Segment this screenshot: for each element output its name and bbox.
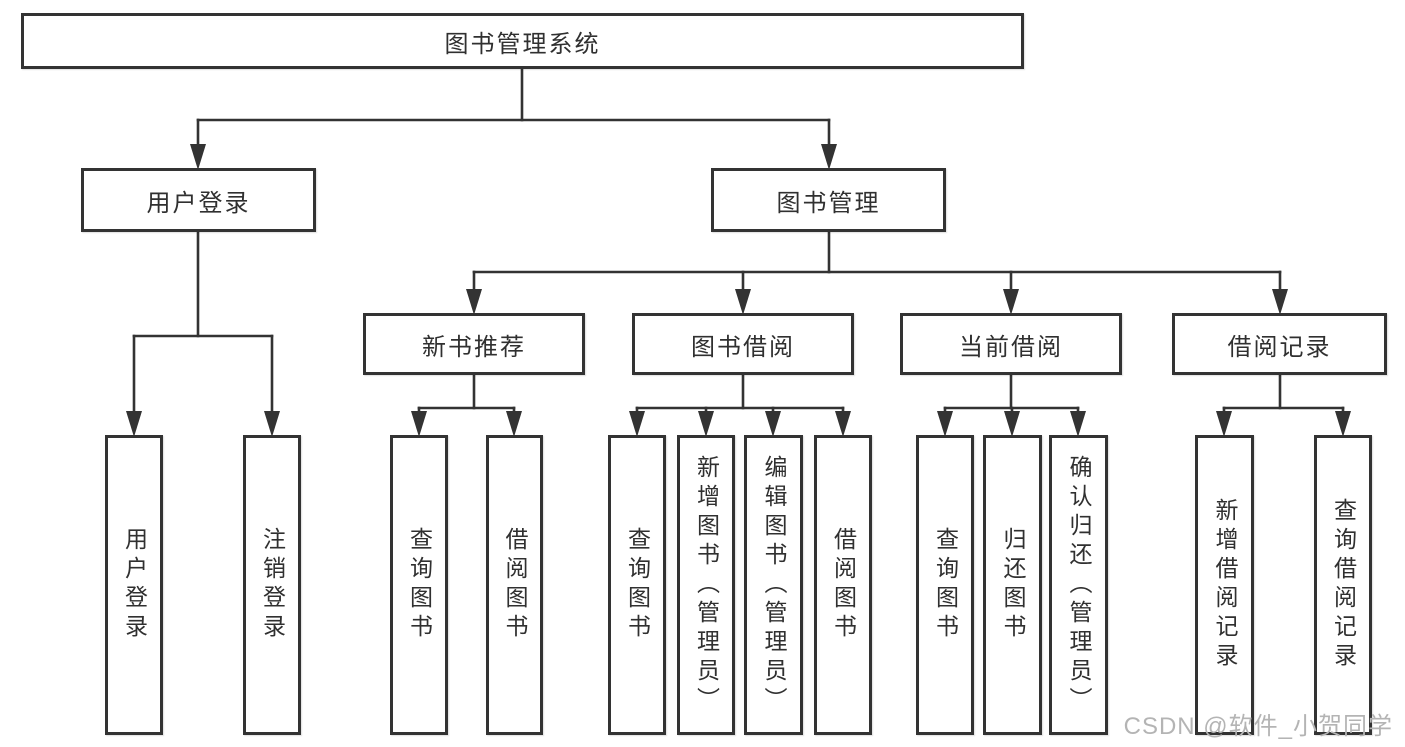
node-new-book-recommend: 新书推荐 [363, 313, 585, 375]
arrowhead-icon [126, 411, 142, 437]
node-label: 查询图书 [932, 527, 959, 643]
leaf-user-login: 用户登录 [105, 435, 163, 735]
arrowhead-icon [735, 289, 751, 315]
arrowhead-icon [835, 411, 851, 437]
node-label: 当前借阅 [959, 333, 1063, 361]
node-label: 用户登录 [146, 189, 251, 217]
node-borrowing-records: 借阅记录 [1172, 313, 1387, 375]
arrowhead-icon [1216, 411, 1232, 437]
node-user-login: 用户登录 [81, 168, 316, 232]
leaf-query-books-current: 查询图书 [916, 435, 974, 735]
leaf-query-borrow-record: 查询借阅记录 [1314, 435, 1372, 735]
node-label: 用户登录 [121, 527, 148, 643]
leaf-borrow-books-borrowing: 借阅图书 [814, 435, 872, 735]
leaf-confirm-return-admin: 确认归还（管理员） [1049, 435, 1108, 735]
node-label: 新书推荐 [422, 333, 526, 361]
node-label: 借阅图书 [502, 527, 528, 643]
arrowhead-icon [1335, 411, 1351, 437]
arrowhead-icon [1004, 411, 1020, 437]
leaf-query-books-borrowing: 查询图书 [608, 435, 666, 735]
node-label: 查询图书 [406, 527, 433, 643]
leaf-return-books: 归还图书 [983, 435, 1042, 735]
node-label: 新增借阅记录 [1212, 498, 1238, 672]
arrowhead-icon [411, 411, 427, 437]
leaf-add-borrow-record: 新增借阅记录 [1195, 435, 1254, 735]
node-label: 图书管理 [776, 189, 881, 217]
arrowhead-icon [1070, 411, 1086, 437]
arrowhead-icon [1272, 289, 1288, 315]
arrowhead-icon [821, 144, 837, 170]
node-label: 借阅图书 [830, 527, 857, 643]
arrowhead-icon [629, 411, 645, 437]
node-label: 借阅记录 [1227, 333, 1332, 361]
arrowhead-icon [765, 411, 781, 437]
leaf-add-books-admin: 新增图书（管理员） [677, 435, 735, 735]
arrowhead-icon [466, 289, 482, 315]
leaf-borrow-books-recommend: 借阅图书 [486, 435, 543, 735]
arrowhead-icon [937, 411, 953, 437]
node-current-borrowing: 当前借阅 [900, 313, 1122, 375]
node-label: 注销登录 [259, 527, 286, 643]
node-label: 编辑图书（管理员） [761, 454, 787, 716]
node-label: 图书管理系统 [444, 30, 601, 58]
arrowhead-icon [506, 411, 522, 437]
leaf-edit-books-admin: 编辑图书（管理员） [744, 435, 803, 735]
node-label: 新增图书（管理员） [693, 454, 720, 716]
arrowhead-icon [1003, 289, 1019, 315]
node-label: 图书借阅 [691, 333, 795, 361]
leaf-logout: 注销登录 [243, 435, 301, 735]
node-label: 归还图书 [1000, 527, 1026, 643]
node-label: 确认归还（管理员） [1066, 454, 1092, 716]
node-library-system: 图书管理系统 [21, 13, 1024, 69]
arrowhead-icon [698, 411, 714, 437]
arrowhead-icon [264, 411, 280, 437]
node-label: 查询图书 [624, 527, 651, 643]
node-book-management: 图书管理 [711, 168, 946, 232]
leaf-query-books-recommend: 查询图书 [390, 435, 448, 735]
csdn-watermark: CSDN @软件_小贺同学 [1123, 713, 1393, 740]
node-book-borrowing: 图书借阅 [632, 313, 854, 375]
node-label: 查询借阅记录 [1330, 498, 1357, 672]
arrowhead-icon [190, 144, 206, 170]
